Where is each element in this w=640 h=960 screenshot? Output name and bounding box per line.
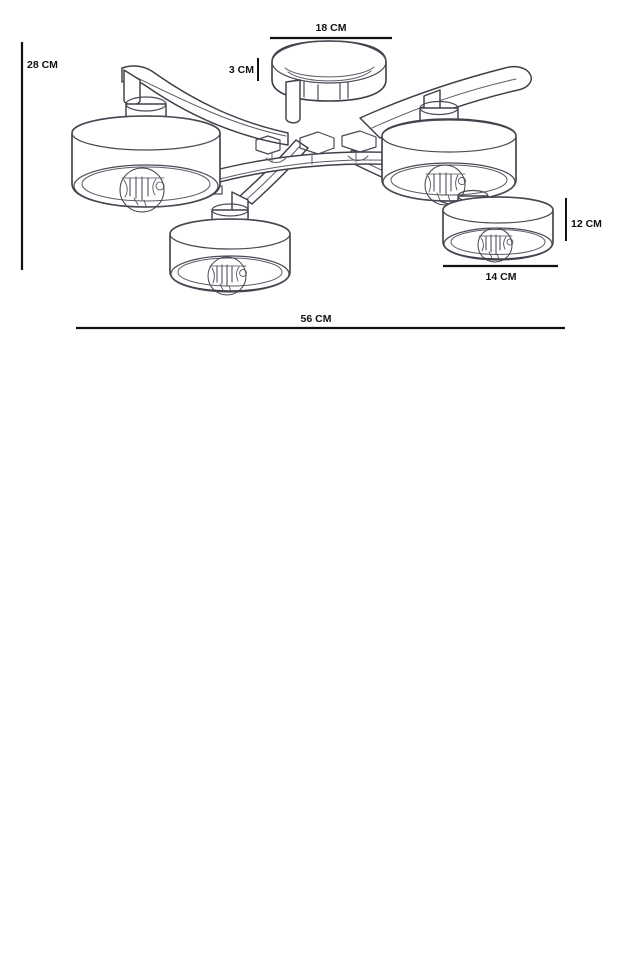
dimension-shade-diameter: 14 CM [443, 264, 558, 283]
ceiling-canopy [271, 40, 387, 124]
dimension-shade-height-label: 12 CM [571, 218, 602, 230]
dimension-canopy-height-label: 3 CM [229, 64, 254, 76]
bulb-right-upper [424, 164, 467, 206]
shade-right-lower [442, 189, 554, 263]
shade-left [71, 96, 221, 213]
dimension-shade-height: 12 CM [565, 198, 602, 241]
dimension-overall-height-label: 28 CM [27, 59, 58, 71]
bulb-bottom-left [207, 256, 247, 296]
dimension-overall-height: 28 CM [20, 42, 58, 270]
dimension-canopy-height: 3 CM [229, 58, 259, 81]
bulb-left [119, 167, 165, 213]
lamp-illustration [71, 40, 554, 296]
dimension-canopy-diameter-label: 18 CM [316, 22, 347, 34]
shade-bottom-left [169, 203, 291, 296]
dimension-overall-width: 56 CM [76, 313, 565, 330]
shade-right-upper [381, 100, 517, 206]
dimension-canopy-diameter: 18 CM [270, 22, 392, 40]
dimension-overall-width-label: 56 CM [301, 313, 332, 325]
bulb-right-lower [477, 227, 514, 263]
dimension-shade-diameter-label: 14 CM [486, 271, 517, 283]
